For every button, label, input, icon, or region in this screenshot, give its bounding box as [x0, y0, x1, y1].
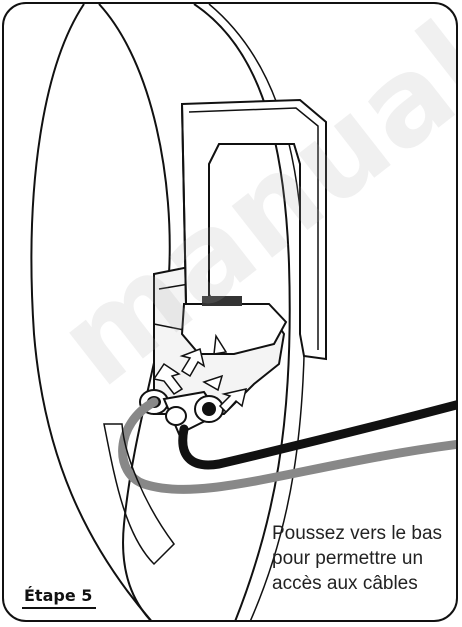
instruction-caption: Poussez vers le bas pour permettre un ac…: [272, 521, 457, 596]
caption-line-2: pour permettre un: [272, 546, 457, 571]
binding-post-right: [164, 392, 223, 434]
manual-panel: manualslib Poussez vers le bas pour perm…: [2, 2, 458, 622]
caption-line-3: accès aux câbles: [272, 571, 457, 596]
step-label: Étape 5: [22, 586, 96, 609]
caption-line-1: Poussez vers le bas: [272, 521, 457, 546]
speaker-outer-curve: [31, 4, 154, 622]
